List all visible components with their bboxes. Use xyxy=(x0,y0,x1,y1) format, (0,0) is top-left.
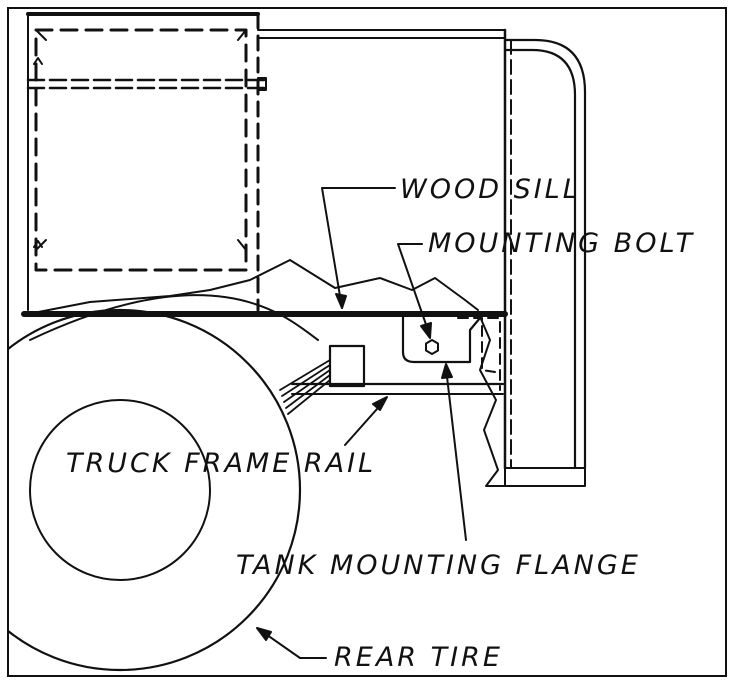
tank-mounting-flange xyxy=(401,311,506,487)
truck-frame-rail xyxy=(279,344,505,415)
rear-tire-outer-circle xyxy=(8,308,302,672)
leader-rear-tire xyxy=(259,629,327,659)
label-wood-sill: WOOD SILL xyxy=(400,174,581,205)
rear-rail-pipe xyxy=(503,38,587,487)
label-mounting-bolt: MOUNTING BOLT xyxy=(428,228,695,259)
rear-tire-hub xyxy=(29,399,211,581)
leader-mounting-bolt xyxy=(397,243,431,337)
tank-rear-body xyxy=(257,28,512,470)
diagram-border xyxy=(7,7,727,677)
mounting-bolt xyxy=(425,339,439,355)
tank-front-box xyxy=(26,12,267,312)
leader-tank-mounting-flange xyxy=(445,367,467,541)
label-tank-mounting-flange: TANK MOUNTING FLANGE xyxy=(236,550,641,581)
leader-lines xyxy=(256,187,467,659)
wood-sill xyxy=(21,259,508,317)
rear-tire xyxy=(8,294,319,672)
label-rear-tire: REAR TIRE xyxy=(334,642,503,673)
label-truck-frame-rail: TRUCK FRAME RAIL xyxy=(66,448,376,479)
leader-wood-sill xyxy=(321,187,396,309)
